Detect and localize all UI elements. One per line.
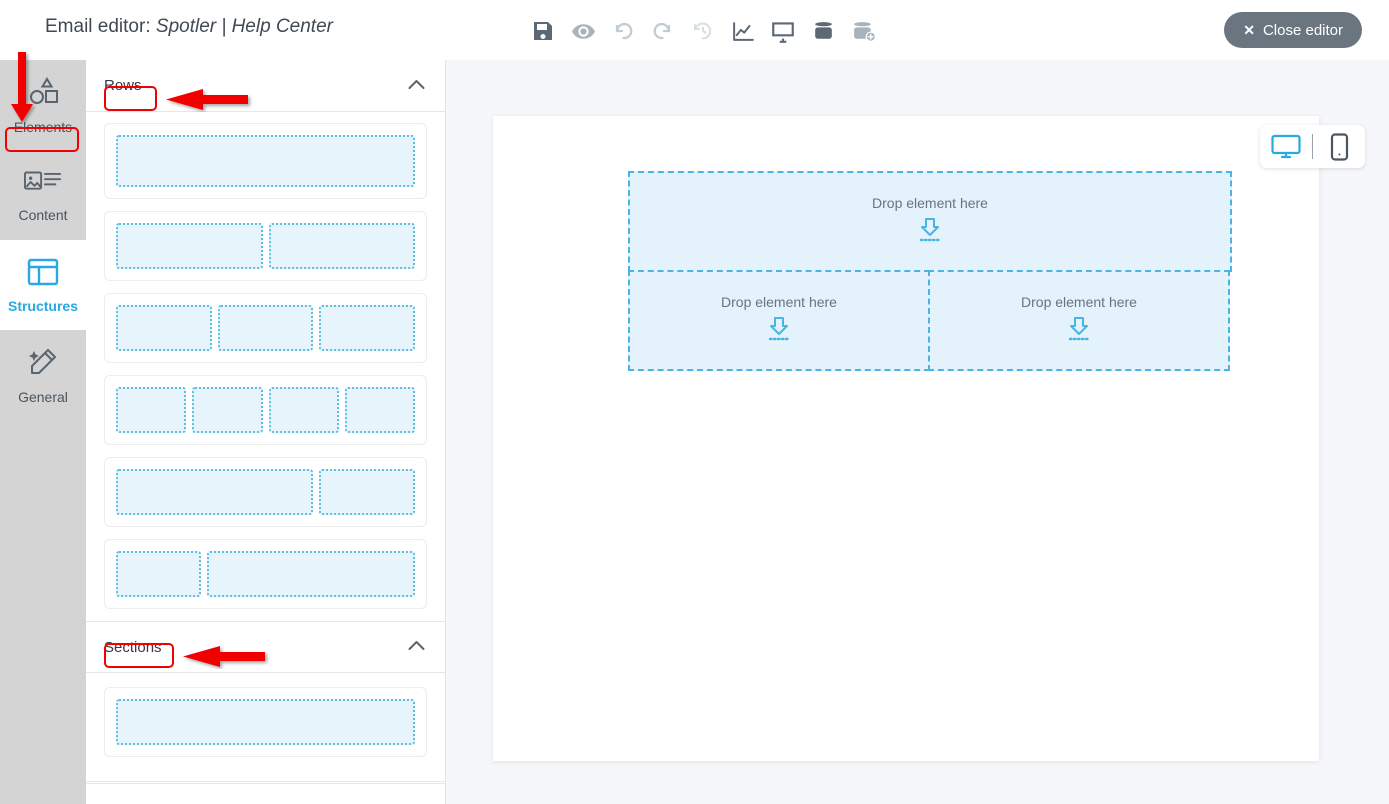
structures-panel: Rows [86, 60, 446, 804]
section-template-1-column[interactable] [104, 687, 427, 757]
panel-section-title-sections: Sections [104, 638, 162, 656]
template-cell [116, 305, 212, 351]
sidebar-item-label-content: Content [18, 207, 68, 223]
image-text-icon [24, 168, 62, 201]
drop-arrow-icon [1064, 316, 1094, 347]
device-toggle-divider [1312, 134, 1313, 159]
shapes-icon [26, 76, 60, 113]
close-editor-label: Close editor [1262, 21, 1343, 39]
template-cell [207, 551, 415, 597]
close-x-icon: ✕ [1243, 22, 1255, 38]
template-cell [116, 699, 415, 745]
redo-icon[interactable] [648, 16, 678, 46]
chevron-up-icon[interactable] [408, 77, 425, 95]
drop-zone-group: Drop element here Drop element here [628, 171, 1232, 371]
editor-toolbar [528, 16, 878, 46]
template-cell [319, 305, 416, 351]
panel-section-header-sections[interactable]: Sections [86, 621, 445, 673]
template-cell [268, 223, 415, 269]
canvas-area: Drop element here Drop element here [446, 60, 1389, 804]
template-cell [319, 469, 415, 515]
source-code-icon[interactable] [768, 16, 798, 46]
template-cell [116, 135, 415, 187]
save-icon[interactable] [528, 16, 558, 46]
analytics-chart-icon[interactable] [728, 16, 758, 46]
drop-zone-label: Drop element here [721, 294, 837, 310]
add-block-icon[interactable] [848, 16, 878, 46]
sidebar-item-label-elements: Elements [13, 119, 73, 135]
drop-zone-label: Drop element here [872, 195, 988, 211]
magic-pencil-icon [27, 346, 59, 383]
row-template-2-3-plus-1-3[interactable] [104, 457, 427, 527]
template-cell [217, 305, 314, 351]
row-template-3-columns[interactable] [104, 293, 427, 363]
preview-eye-icon[interactable] [568, 16, 598, 46]
sidebar-item-structures[interactable]: Structures [0, 240, 86, 330]
history-clock-icon[interactable] [688, 16, 718, 46]
sidebar-item-label-structures: Structures [7, 298, 79, 314]
row-template-1-3-plus-2-3[interactable] [104, 539, 427, 609]
template-cell [116, 223, 263, 269]
template-cell [344, 387, 415, 433]
drop-arrow-icon [764, 316, 794, 347]
row-template-list [86, 112, 445, 609]
drop-zone-full-width[interactable]: Drop element here [628, 171, 1232, 272]
drop-arrow-icon [915, 217, 945, 248]
sidebar-item-label-general: General [18, 389, 68, 405]
panel-section-header-rows[interactable]: Rows [86, 60, 445, 112]
page-title: Email editor: Spotler | Help Center [45, 16, 333, 38]
section-template-list [86, 673, 445, 757]
template-cell [116, 469, 314, 515]
template-cell [268, 387, 339, 433]
drop-zone-left-half[interactable]: Drop element here [628, 270, 930, 371]
panel-section-title-rows: Rows [104, 77, 142, 94]
block-icon[interactable] [808, 16, 838, 46]
template-cell [192, 387, 263, 433]
close-editor-button[interactable]: ✕ Close editor [1224, 12, 1362, 48]
left-rail: Elements Content Structures [0, 60, 86, 804]
page-title-document: Spotler | Help Center [155, 16, 333, 37]
layout-icon [27, 257, 59, 292]
mobile-phone-icon[interactable] [1322, 130, 1356, 164]
row-template-4-columns[interactable] [104, 375, 427, 445]
chevron-up-icon[interactable] [408, 638, 425, 656]
drop-zone-label: Drop element here [1021, 294, 1137, 310]
device-preview-toggle [1260, 125, 1365, 168]
panel-divider [86, 783, 445, 784]
row-template-2-columns[interactable] [104, 211, 427, 281]
drop-zone-right-half[interactable]: Drop element here [928, 270, 1230, 371]
top-bar: Email editor: Spotler | Help Center [0, 0, 1389, 60]
sidebar-item-content[interactable]: Content [0, 150, 86, 240]
desktop-monitor-icon[interactable] [1269, 130, 1303, 164]
undo-icon[interactable] [608, 16, 638, 46]
sidebar-item-elements[interactable]: Elements [0, 60, 86, 150]
drop-zone-row: Drop element here Drop element here [628, 270, 1232, 371]
panel-divider [86, 781, 445, 782]
sidebar-item-general[interactable]: General [0, 330, 86, 420]
template-cell [116, 551, 202, 597]
page-title-prefix: Email editor: [45, 16, 151, 37]
row-template-1-column[interactable] [104, 123, 427, 199]
email-canvas: Drop element here Drop element here [493, 116, 1319, 761]
template-cell [116, 387, 187, 433]
